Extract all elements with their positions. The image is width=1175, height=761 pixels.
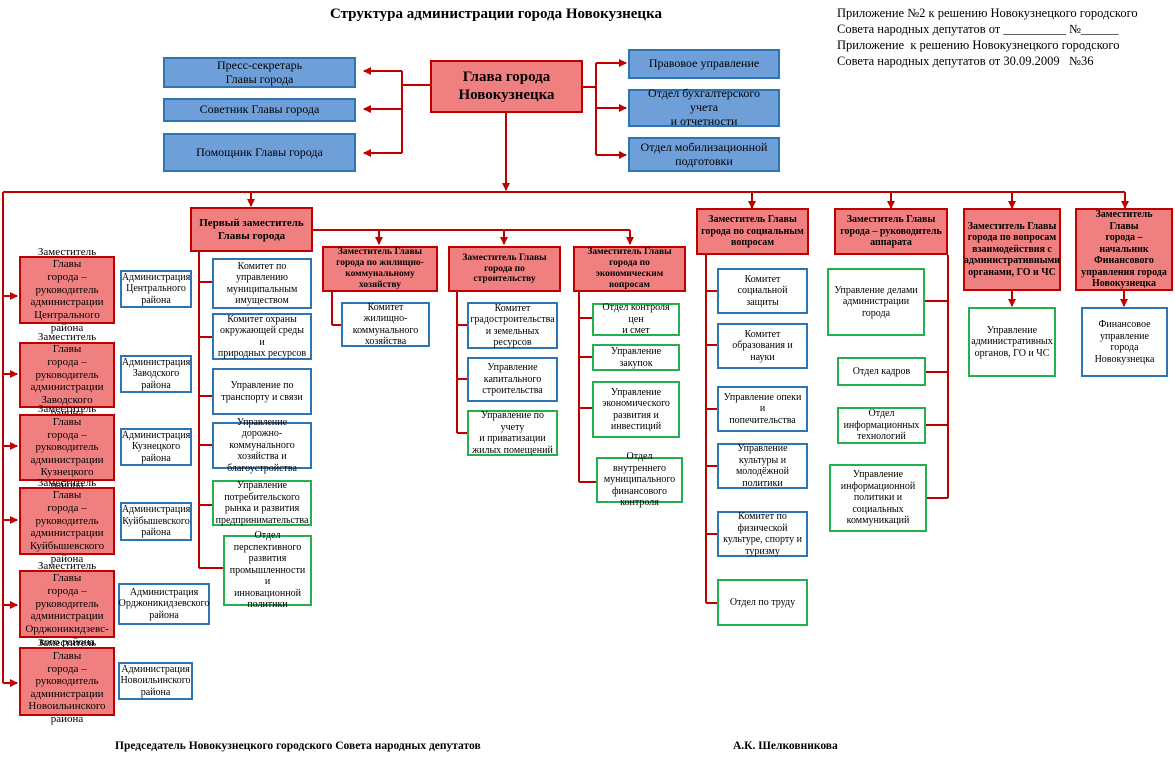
district-admin-box: Администрация Центрального района — [120, 270, 192, 308]
district-deputy-box: Заместитель Главы города – руководитель … — [19, 246, 115, 334]
mobilization-department-box: Отдел мобилизационной подготовки — [628, 137, 780, 172]
unit-box: Управление по транспорту и связи — [212, 368, 312, 415]
economic-deputy-box: Заместитель Главы города по экономически… — [573, 246, 686, 292]
annex-line-4: Совета народных депутатов от 30.09.2009 … — [837, 54, 1094, 68]
unit-box: Управление опеки и попечительства — [717, 386, 808, 432]
unit-box: Отдел контроля цен и смет — [592, 302, 680, 336]
annex-line-3: Приложение к решению Новокузнецкого горо… — [837, 38, 1120, 52]
district-deputy-box: Заместитель Главы города – руководитель … — [19, 560, 115, 648]
social-deputy-box: Заместитель Главы города по социальным в… — [696, 208, 809, 255]
unit-box: Управление культуры и молодёжной политик… — [717, 443, 808, 489]
unit-box: Управление делами администрации города — [827, 268, 925, 336]
housing-deputy-box: Заместитель Главы города по жилищно- ком… — [322, 246, 438, 292]
unit-box: Отдел кадров — [837, 357, 926, 386]
unit-box: Управление административных органов, ГО … — [968, 307, 1056, 377]
first-deputy-box: Первый заместитель Главы города — [190, 207, 313, 252]
annex-line-1: Приложение №2 к решению Новокузнецкого г… — [837, 6, 1138, 20]
district-admin-box: Администрация Кузнецкого района — [120, 428, 192, 466]
unit-box: Управление закупок — [592, 344, 680, 371]
unit-box: Отдел по труду — [717, 579, 808, 626]
unit-box: Управление экономического развития и инв… — [592, 381, 680, 438]
unit-box: Комитет охраны окружающей среды и природ… — [212, 313, 312, 360]
district-deputy-box: Заместитель Главы города – руководитель … — [19, 331, 115, 419]
unit-box: Комитет по управлению муниципальным имущ… — [212, 258, 312, 309]
district-admin-box: Администрация Новоильинского района — [118, 662, 193, 700]
district-deputy-box: Заместитель Главы города – руководитель … — [19, 403, 115, 491]
accounting-department-box: Отдел бухгалтерского учета и отчетности — [628, 86, 780, 128]
unit-box: Комитет образования и науки — [717, 323, 808, 369]
district-deputy-box: Заместитель Главы города – руководитель … — [19, 637, 115, 725]
district-deputy-box: Заместитель Главы города – руководитель … — [19, 477, 115, 565]
unit-box: Финансовое управление города Новокузнецк… — [1081, 307, 1168, 377]
annex-note: Приложение №2 к решению Новокузнецкого г… — [837, 5, 1138, 69]
page-title: Структура администрации города Новокузне… — [330, 6, 662, 22]
unit-box: Отдел внутреннего муниципального финансо… — [596, 451, 683, 508]
unit-box: Комитет градостроительства и земельных р… — [467, 302, 558, 349]
advisor-box: Советник Главы города — [163, 98, 356, 122]
head-of-city-box: Глава города Новокузнецка — [430, 60, 583, 113]
unit-box: Управление дорожно- коммунального хозяйс… — [212, 417, 312, 474]
unit-box: Комитет жилищно- коммунального хозяйства — [341, 302, 430, 347]
legal-department-box: Правовое управление — [628, 49, 780, 79]
press-secretary-box: Пресс-секретарь Главы города — [163, 57, 356, 88]
unit-box: Управление по учету и приватизации жилых… — [467, 410, 558, 456]
unit-box: Комитет по физической культуре, спорту и… — [717, 511, 808, 557]
signature-name: А.К. Шелковникова — [733, 740, 838, 752]
civil-defense-deputy-box: Заместитель Главы города по вопросам вза… — [963, 208, 1061, 291]
district-admin-box: Администрация Заводского района — [120, 355, 192, 393]
unit-box: Управление капитального строительства — [467, 357, 558, 402]
signature-position: Председатель Новокузнецкого городского С… — [115, 740, 481, 752]
apparatus-deputy-box: Заместитель Главы города – руководитель … — [834, 208, 948, 255]
unit-box: Отдел перспективного развития промышленн… — [223, 530, 312, 610]
annex-line-2: Совета народных депутатов от __________ … — [837, 22, 1119, 36]
assistant-box: Помощник Главы города — [163, 133, 356, 172]
finance-deputy-box: Заместитель Главы города – начальник Фин… — [1075, 208, 1173, 291]
district-admin-box: Администрация Орджоникидзевского района — [118, 583, 210, 625]
unit-box: Управление информационной политики и соц… — [829, 464, 927, 532]
unit-box: Отдел информационных технологий — [837, 407, 926, 444]
construction-deputy-box: Заместитель Главы города по строительств… — [448, 246, 561, 292]
unit-box: Комитет социальной защиты — [717, 268, 808, 314]
district-admin-box: Администрация Куйбышевского района — [120, 502, 192, 541]
unit-box: Управление потребительского рынка и разв… — [212, 480, 312, 526]
